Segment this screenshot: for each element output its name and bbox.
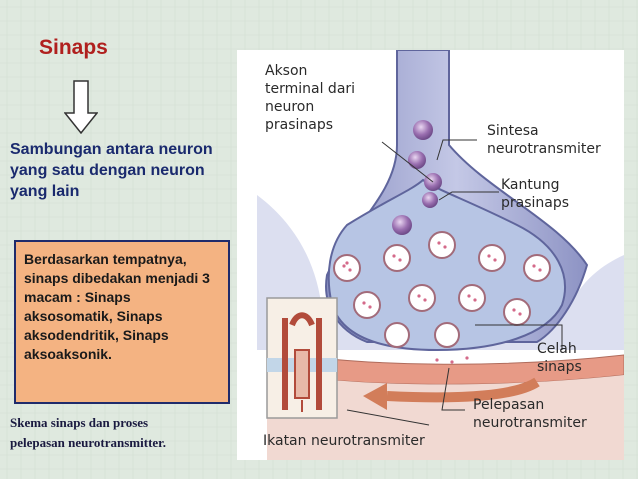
slide-title: Sinaps bbox=[39, 36, 108, 59]
label-akson-line1: Akson bbox=[265, 63, 308, 79]
label-pelepasan: Pelepasan neurotransmiter bbox=[473, 396, 587, 432]
neurotransmitter-dots bbox=[342, 241, 542, 364]
label-celah: Celah sinaps bbox=[537, 340, 582, 376]
release-arrow bbox=[386, 377, 540, 403]
label-celah-line1: Celah bbox=[537, 341, 577, 357]
info-box-text: Berdasarkan tempatnya, sinaps dibedakan … bbox=[24, 251, 210, 362]
label-akson-line2: terminal dari bbox=[265, 81, 356, 97]
label-akson-line3: neuron bbox=[265, 99, 315, 115]
label-akson: Akson terminal dari neuron prasinaps bbox=[265, 62, 355, 134]
down-arrow-icon bbox=[64, 80, 98, 134]
release-arrow-head bbox=[363, 383, 387, 410]
figure-caption: Skema sinaps dan proses pelepasan neurot… bbox=[10, 413, 240, 453]
synaptic-vesicles bbox=[333, 231, 551, 348]
caption-line-1: Skema sinaps dan proses bbox=[10, 415, 149, 430]
synapse-figure: Akson terminal dari neuron prasinaps Sin… bbox=[237, 50, 624, 460]
label-sintesa: Sintesa neurotransmiter bbox=[487, 122, 601, 158]
synthesis-vesicles bbox=[392, 120, 442, 235]
label-pelepasan-line2: neurotransmiter bbox=[473, 415, 587, 431]
slide-description: Sambungan antara neuron yang satu dengan… bbox=[10, 141, 213, 200]
postsynaptic-cell bbox=[267, 372, 624, 460]
synapse-illustration bbox=[257, 50, 624, 460]
caption-line-2: pelepasan neurotransmitter. bbox=[10, 435, 166, 450]
label-sintesa-line2: neurotransmiter bbox=[487, 141, 601, 157]
leader-lines bbox=[346, 139, 563, 426]
label-sintesa-line1: Sintesa bbox=[487, 123, 539, 139]
info-box: Berdasarkan tempatnya, sinaps dibedakan … bbox=[14, 240, 230, 404]
receptor-inset bbox=[266, 297, 338, 419]
label-kantung: Kantung prasinaps bbox=[501, 176, 569, 212]
label-kantung-line2: prasinaps bbox=[501, 195, 570, 211]
label-ikatan: Ikatan neurotransmiter bbox=[263, 433, 425, 449]
synaptic-cleft bbox=[266, 349, 624, 385]
label-pelepasan-line1: Pelepasan bbox=[473, 397, 545, 413]
label-celah-line2: sinaps bbox=[537, 359, 582, 375]
label-akson-line4: prasinaps bbox=[265, 117, 334, 133]
label-kantung-line1: Kantung bbox=[501, 177, 560, 193]
